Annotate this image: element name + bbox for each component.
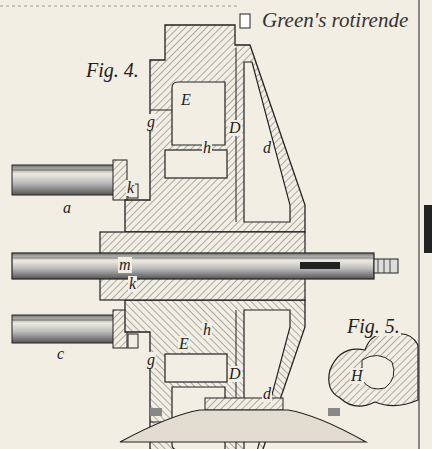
part-label: Fig. 5. <box>346 316 401 336</box>
part-label: E <box>178 336 190 352</box>
part-label: k <box>128 276 137 292</box>
part-label: d <box>262 386 272 402</box>
part-label: h <box>202 322 212 338</box>
part-label: a <box>62 200 72 216</box>
part-label: E <box>180 92 192 108</box>
part-label: H <box>350 368 364 384</box>
part-label: d <box>262 140 272 156</box>
part-label: D <box>228 366 242 382</box>
part-label: Fig. 4. <box>85 60 140 80</box>
part-label: m <box>118 257 132 273</box>
part-label: h <box>202 140 212 156</box>
part-label: D <box>228 120 242 136</box>
title: Green's rotirende <box>262 10 408 31</box>
part-label: g <box>146 114 156 130</box>
part-label: k <box>126 180 135 196</box>
part-label: c <box>56 346 65 362</box>
part-label: g <box>146 352 156 368</box>
